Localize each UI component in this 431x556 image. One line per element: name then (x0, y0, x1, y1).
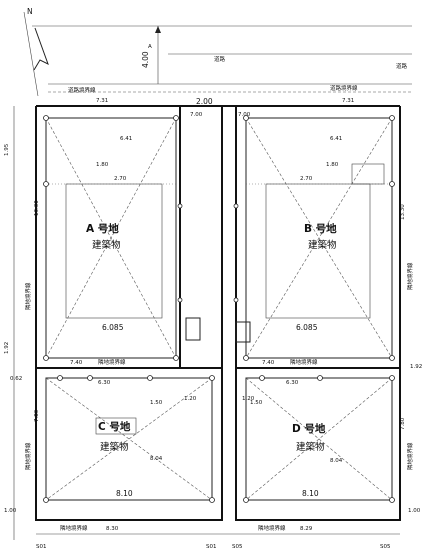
lot-d-title: D 号地 (292, 422, 326, 435)
middle-boundary: 7.40 隣地境界線 7.40 隣地境界線 1.20 1.20 (70, 358, 318, 402)
lot-b-diagonal: 6.41 (330, 136, 342, 142)
top-dim-center-b: 7.00 (238, 112, 251, 118)
top-boundary-dims: 7.31 7.31 2.00 7.00 7.00 (36, 97, 400, 118)
lot-b-depth: 1.80 (326, 162, 339, 168)
lot-a-width: 6.085 (102, 323, 124, 332)
top-dim-center-a: 7.00 (190, 112, 203, 118)
left-dim-3: 1.92 (4, 342, 10, 354)
left-dim-5: 7.80 (34, 409, 40, 422)
right-dim-3: 7.80 (400, 417, 406, 430)
lot-d-depth: 1.50 (250, 400, 263, 406)
north-arrow-icon: N (23, 7, 49, 97)
road-note-left: 道路境界線 (68, 86, 96, 94)
left-dim-1: 1.95 (4, 143, 10, 156)
right-dim-2: 1.92 (410, 364, 422, 370)
bottom-mark-2: S01 (206, 544, 217, 550)
lot-c-title: C 号地 (98, 420, 131, 433)
lot-b-title: B 号地 (304, 222, 337, 235)
left-dim-6: 1.00 (4, 508, 17, 514)
lot-b: B 号地 建築物 6.085 2.70 1.80 6.41 (235, 117, 393, 359)
lot-d: D 号地 建築物 8.10 6.30 1.50 8.04 (245, 377, 393, 501)
lot-c-setback: 6.30 (98, 380, 111, 386)
left-dim-4: 0.62 (10, 376, 22, 382)
mid-passage: 1.20 (184, 396, 197, 402)
bottom-mark-1: S01 (36, 544, 47, 550)
top-dim-right: 7.31 (342, 98, 354, 104)
road-width-letter: A (148, 44, 152, 50)
lot-b-width: 6.085 (296, 323, 318, 332)
road-width-dim: 4.00 (141, 51, 150, 68)
lot-a-title: A 号地 (86, 222, 119, 235)
right-side-note: 隣地境界線 (406, 262, 414, 290)
boundary-posts (43, 115, 395, 503)
lot-c-diagonal: 8.04 (150, 456, 163, 462)
road-side-label: 道路 (396, 62, 408, 70)
lot-d-diagonal: 8.04 (330, 458, 343, 464)
bottom-mark-3: S05 (232, 544, 243, 550)
mid-passage-right: 1.20 (242, 396, 255, 402)
top-dim-left: 7.31 (96, 98, 108, 104)
property-boundary (35, 106, 401, 521)
lot-a-setback: 2.70 (114, 176, 127, 182)
right-dim-1: 13.30 (400, 204, 406, 220)
top-dim-road-center: 2.00 (196, 97, 213, 106)
lot-b-use: 建築物 (308, 239, 337, 251)
lot-b-setback: 2.70 (300, 176, 313, 182)
right-dim-4: 1.00 (408, 508, 421, 514)
mid-note-left: 隣地境界線 (98, 358, 126, 366)
lot-d-use: 建築物 (296, 441, 325, 453)
left-dim-2: 13.30 (34, 200, 40, 216)
right-side-note-2: 隣地境界線 (406, 442, 414, 470)
mid-dim-left: 7.40 (70, 360, 83, 366)
bottom-note-right: 隣地境界線 (258, 524, 286, 532)
left-side-note: 隣地境界線 (24, 282, 32, 310)
bottom-dim-left: 8.30 (106, 526, 119, 532)
lot-c-width: 8.10 (116, 489, 133, 498)
north-label: N (27, 7, 33, 16)
left-side-note-2: 隣地境界線 (24, 442, 32, 470)
bottom-dim-right: 8.29 (300, 526, 313, 532)
lot-a-diagonal: 6.41 (120, 136, 132, 142)
lot-c-depth: 1.50 (150, 400, 163, 406)
lot-a-use: 建築物 (92, 239, 121, 251)
lot-c-use: 建築物 (100, 441, 129, 453)
lot-c: C 号地 建築物 8.10 6.30 1.50 8.04 (45, 377, 213, 501)
lot-d-setback: 6.30 (286, 380, 299, 386)
road-name-label: 道路 (214, 55, 226, 63)
side-dims: 1.95 13.30 1.92 0.62 7.80 1.00 隣地境界線 隣地境… (4, 106, 422, 540)
bottom-boundary: 隣地境界線 8.30 隣地境界線 8.29 S01 S01 S05 S05 (36, 524, 400, 550)
mid-dim-right: 7.40 (262, 360, 275, 366)
bottom-note-left: 隣地境界線 (60, 524, 88, 532)
lot-a: A 号地 建築物 6.085 2.70 1.80 6.41 (45, 117, 201, 359)
top-road: 4.00 A 道路 道路 道路境界線 道路境界線 (32, 25, 412, 94)
bottom-mark-4: S05 (380, 544, 391, 550)
road-note-right: 道路境界線 (330, 84, 358, 92)
lot-a-depth: 1.80 (96, 162, 109, 168)
lot-d-width: 8.10 (302, 489, 319, 498)
mid-note-right: 隣地境界線 (290, 358, 318, 366)
